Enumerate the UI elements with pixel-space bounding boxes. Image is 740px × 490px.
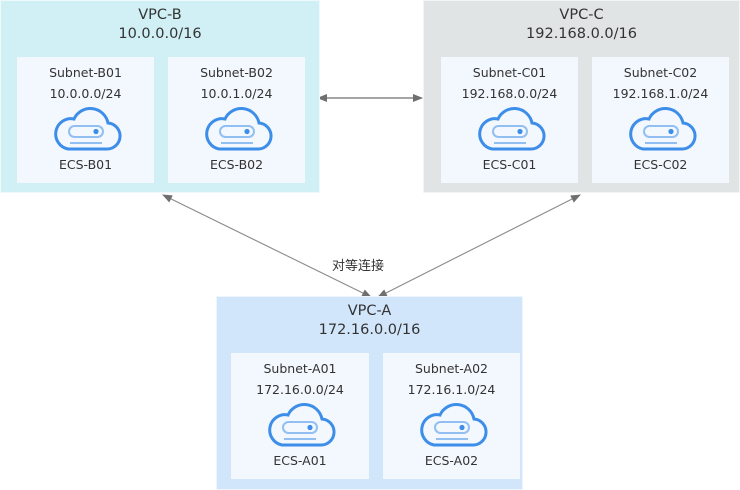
vpc-cidr: 192.168.0.0/16 bbox=[526, 26, 637, 42]
subnet-cidr: 192.168.0.0/24 bbox=[461, 86, 558, 101]
ecs-name: ECS-B02 bbox=[209, 157, 264, 172]
subnet-b02: Subnet-B02 10.0.1.0/24 ECS-B02 bbox=[168, 57, 305, 183]
peering-connection-label: 对等连接 bbox=[332, 259, 385, 274]
vpc-b: VPC-B 10.0.0.0/16 Subnet-B01 10.0.0.0/24… bbox=[0, 0, 320, 193]
vpc-cidr: 172.16.0.0/16 bbox=[318, 322, 421, 338]
subnet-a02: Subnet-A02 172.16.1.0/24 ECS-A02 bbox=[383, 353, 520, 479]
cloud-server-icon bbox=[628, 107, 696, 151]
ecs-name: ECS-A02 bbox=[424, 453, 479, 468]
subnet-cidr: 192.168.1.0/24 bbox=[612, 86, 709, 101]
subnet-name: Subnet-C02 bbox=[623, 65, 698, 80]
cloud-server-icon bbox=[268, 403, 336, 447]
vpc-name: VPC-B bbox=[138, 7, 182, 23]
cloud-server-icon bbox=[419, 403, 487, 447]
subnet-c01: Subnet-C01 192.168.0.0/24 ECS-C01 bbox=[441, 57, 578, 183]
vpc-c: VPC-C 192.168.0.0/16 Subnet-C01 192.168.… bbox=[423, 0, 740, 193]
subnet-cidr: 10.0.0.0/24 bbox=[49, 86, 122, 101]
vpc-a: VPC-A 172.16.0.0/16 Subnet-A01 172.16.0.… bbox=[216, 296, 523, 490]
vpc-cidr: 10.0.0.0/16 bbox=[118, 26, 202, 42]
ecs-name: ECS-B01 bbox=[58, 157, 113, 172]
subnet-name: Subnet-B02 bbox=[200, 65, 273, 80]
subnet-cidr: 172.16.0.0/24 bbox=[256, 382, 344, 397]
subnet-cidr: 10.0.1.0/24 bbox=[200, 86, 273, 101]
subnet-c02: Subnet-C02 192.168.1.0/24 ECS-C02 bbox=[592, 57, 729, 183]
cloud-server-icon bbox=[53, 107, 121, 151]
ecs-name: ECS-A01 bbox=[273, 453, 327, 468]
subnet-name: Subnet-A01 bbox=[263, 361, 337, 376]
connection-b-a bbox=[162, 194, 372, 298]
subnet-name: Subnet-A02 bbox=[415, 361, 488, 376]
cloud-server-icon bbox=[477, 107, 545, 151]
ecs-name: ECS-C02 bbox=[633, 157, 688, 172]
vpc-name: VPC-A bbox=[347, 303, 392, 319]
vpc-name: VPC-C bbox=[559, 7, 604, 23]
subnet-cidr: 172.16.1.0/24 bbox=[407, 382, 496, 397]
subnet-name: Subnet-C01 bbox=[472, 65, 547, 80]
subnet-a01: Subnet-A01 172.16.0.0/24 ECS-A01 bbox=[231, 353, 369, 479]
ecs-name: ECS-C01 bbox=[482, 157, 537, 172]
cloud-server-icon bbox=[204, 107, 272, 151]
subnet-name: Subnet-B01 bbox=[49, 65, 122, 80]
subnet-b01: Subnet-B01 10.0.0.0/24 ECS-B01 bbox=[17, 57, 154, 183]
connection-c-a bbox=[377, 194, 581, 298]
